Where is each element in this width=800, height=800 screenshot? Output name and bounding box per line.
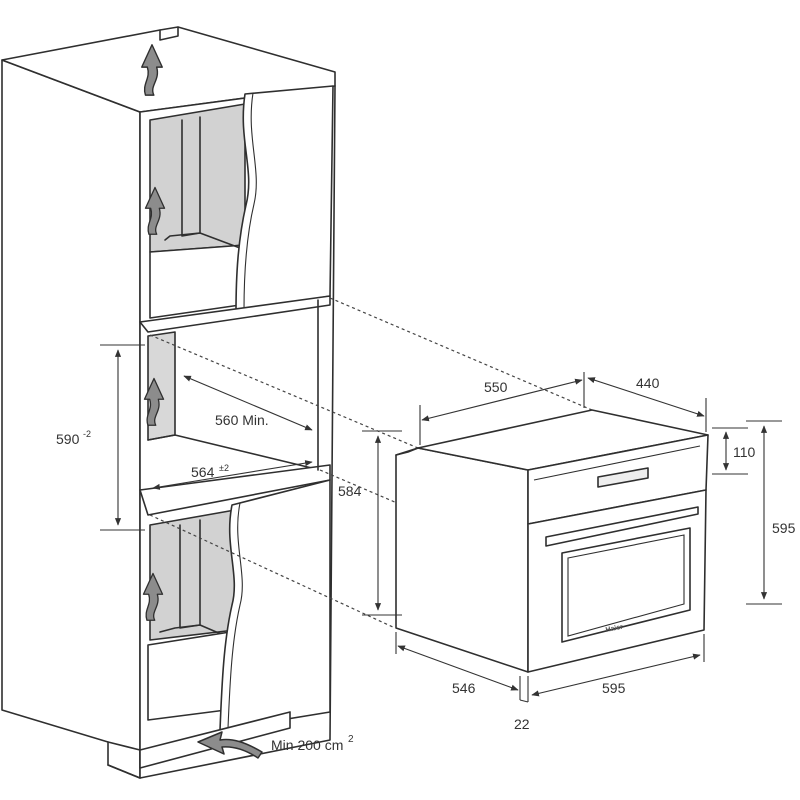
control-panel-top-edge [533,445,701,481]
upper-compartment-floor [149,244,246,319]
control-panel-height-label: 110 [733,444,756,460]
upper-door-panel [235,85,334,313]
oven-brand-logo: Haier [605,624,624,634]
shelf-above-cavity [139,295,331,333]
oven-display [597,467,649,488]
oven-dimensions: 550 440 584 110 595 595 546 22 [338,372,796,732]
oven-rear-flange [395,447,419,456]
upper-door-edge [243,92,257,311]
cabinet-dimensions: 590 -2 560 Min. 564 ±2 Min 200 cm 2 [56,344,354,753]
inlet-airflow-arrow [197,731,263,759]
cavity-width-label: 564 [191,464,215,480]
oven-height-label: 595 [772,520,796,536]
lower-compartment-back [149,509,236,641]
cavity-depth-label: 560 Min. [215,412,269,428]
lower-door-edge [227,502,243,729]
lower-compartment-floor [147,631,231,721]
cavity-height-label: 590 [56,431,80,447]
tall-cabinet [1,26,336,779]
lower-vent-slot [159,624,236,641]
oven-door-window [561,527,691,643]
oven-body-depth-dimension-line [397,645,519,691]
oven-body-side [395,447,529,673]
upper-compartment-back [149,103,246,253]
oven-upper-depth-dimension-line [587,377,705,417]
oven-width-label: 595 [602,680,626,696]
ventilation-superscript: 2 [348,734,354,745]
oven-upper-depth-label: 440 [636,375,660,391]
front-offset-label: 22 [514,716,530,732]
cavity-width-dimension-line [152,460,313,490]
oven-door-handle[interactable] [545,506,699,547]
cavity-floor-line [147,434,321,471]
oven-depth-label: 550 [484,379,508,395]
cabinet-top-notch [159,26,179,41]
plinth-edge [107,741,141,751]
oven-body-depth-label: 546 [452,680,476,696]
oven-depth-dimension-line [421,378,583,422]
plinth-edge-lower [107,764,141,779]
cabinet-side-panel [1,59,141,779]
cavity-depth-dimension-line [183,375,313,431]
ventilation-label: Min 200 cm [271,737,343,753]
oven-body-height-label: 584 [338,483,362,499]
oven: Haier [395,409,709,673]
oven-door-window-inner [567,534,685,637]
cavity-height-tolerance: -2 [83,429,91,439]
oven-width-dimension-line [531,653,701,697]
lower-door-panel [219,479,331,731]
upper-vent-slot [164,232,241,249]
cavity-width-tolerance: ±2 [219,463,229,473]
